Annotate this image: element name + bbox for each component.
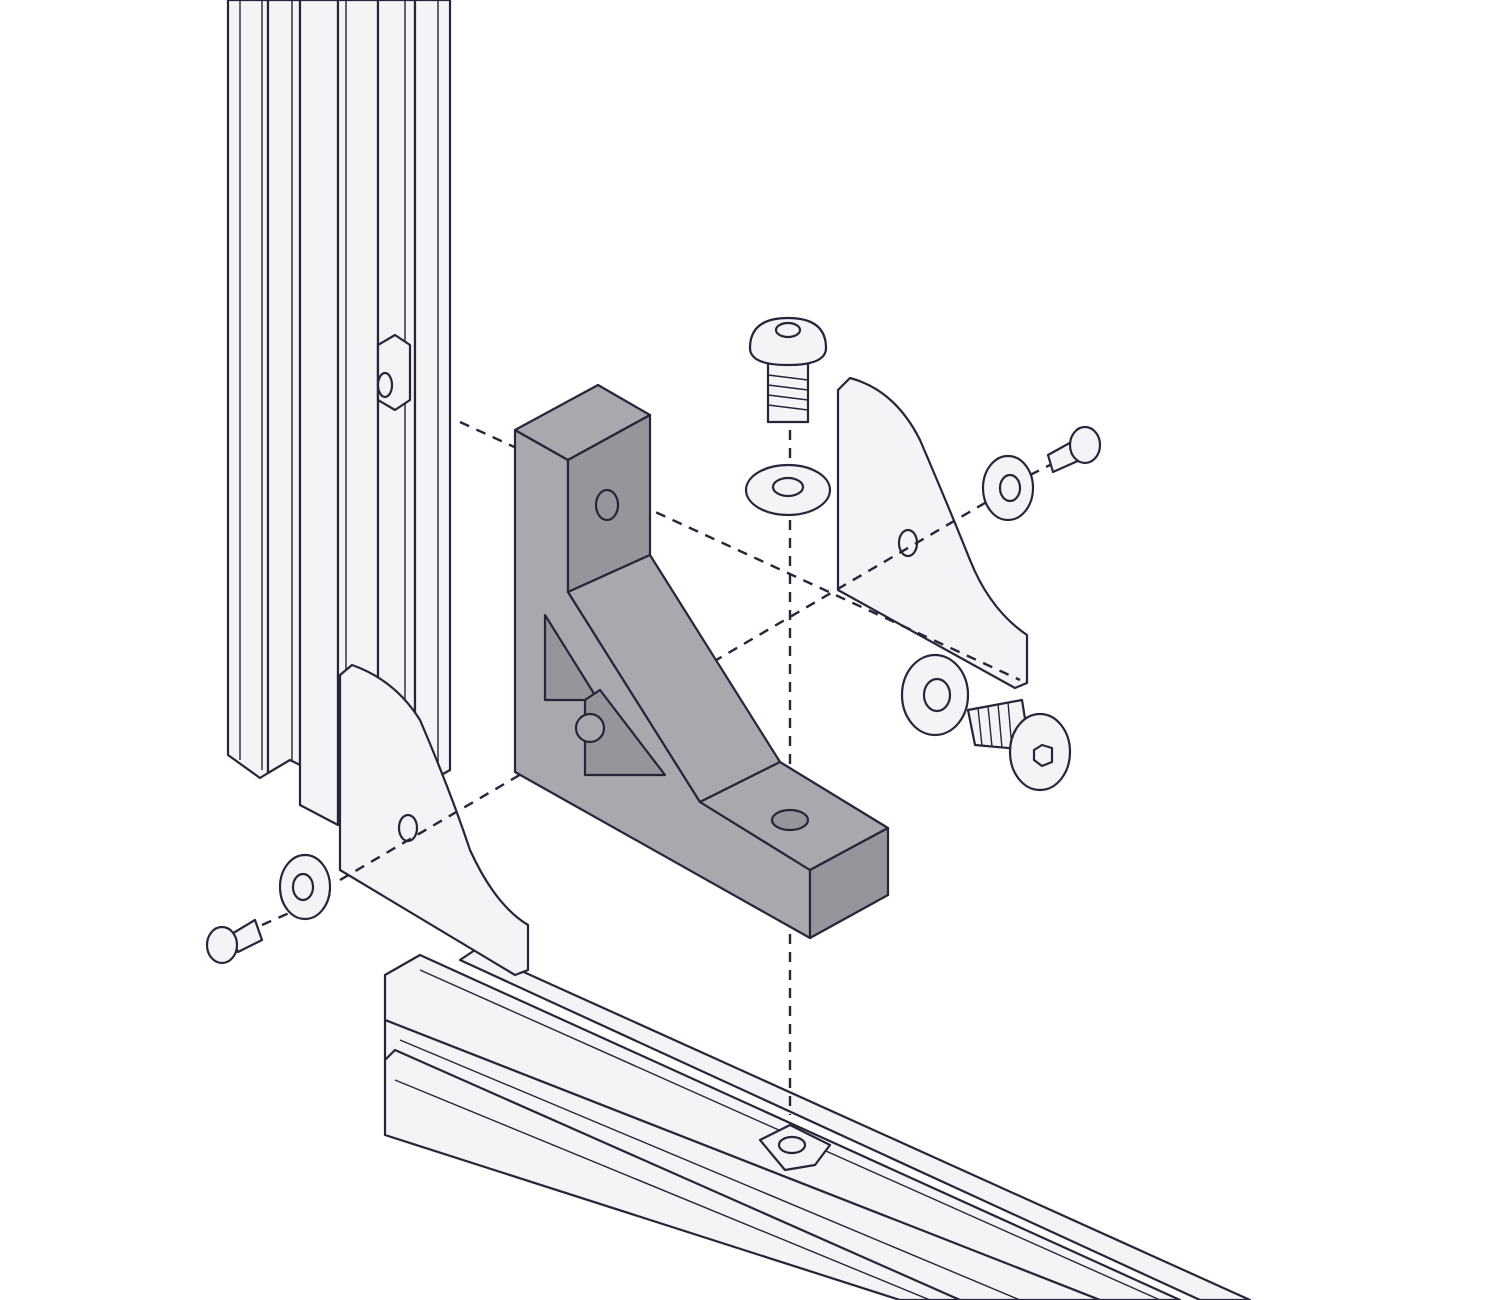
washer-right-lower [900,653,970,737]
horizontal-extrusion-shape [383,1018,1102,1300]
horizontal-extrusion-shape [399,1039,1021,1300]
washer-left-shape [291,872,315,902]
horizontal-extrusion-shape [458,948,1252,1300]
t-nut-lower-shape [777,1135,807,1155]
bracket-hole-upright [594,488,620,522]
button-head-screw-top-shape-shape [767,404,809,411]
horizontal-extrusion-shape [394,1079,931,1300]
button-head-screw-right-lower-shape [1032,743,1054,768]
vertical-extrusion-shape [266,0,302,775]
button-head-screw-right-lower-shape-shape [997,703,1003,749]
washer-top [744,463,832,517]
gusset-plate-left-shape [397,813,419,843]
button-head-screw-right-lower-shape-shape [977,707,983,747]
button-head-screw-right-lower [966,698,1072,792]
button-head-screw-top-shape [767,374,809,411]
gusset-plate-left [338,663,530,977]
t-nut-upper [376,333,412,412]
assembly-lines-shape [459,420,1021,682]
washer-right-lower-shape [922,677,952,713]
button-head-screw-top-shape-shape [767,374,809,381]
washer-left [278,853,332,921]
horizontal-extrusion-shape [383,1048,962,1300]
assembly-lines-shape [1029,463,1051,477]
button-head-screw-right-upper-shape [1068,425,1102,465]
button-head-screw-right-lower-shape-shape [987,705,993,748]
button-head-screw-left [205,918,264,965]
t-nut-lower [758,1123,832,1172]
vertical-extrusion-shape [298,0,340,827]
button-head-screw-top-shape-shape [767,394,809,401]
button-head-screw-top-shape-shape [767,384,809,391]
gusset-plate-left-shape [338,663,530,977]
horizontal-extrusion [383,948,1252,1300]
washer-right-upper-shape [998,473,1022,503]
corner-bracket-shape [808,826,890,940]
button-head-screw-left-shape [205,925,239,965]
washer-right-upper [981,454,1035,522]
corner-bracket [513,383,890,940]
button-head-screw-top-shape [774,321,802,339]
button-head-screw-right-upper [1046,425,1102,474]
button-head-screw-top [748,316,828,424]
washer-top-shape [771,476,805,498]
button-head-screw-top-shape [748,316,828,367]
vertical-extrusion-shape [226,0,270,780]
corner-bracket-shape [543,613,600,702]
vertical-extrusion [226,0,452,827]
horizontal-extrusion-shape [383,953,1182,1300]
button-head-screw-top-shape [766,360,810,424]
corner-bracket-shape [574,712,606,744]
vertical-extrusion-shape [413,0,452,792]
t-nut-upper-shape [376,371,394,399]
bracket-hole-base [770,808,810,832]
